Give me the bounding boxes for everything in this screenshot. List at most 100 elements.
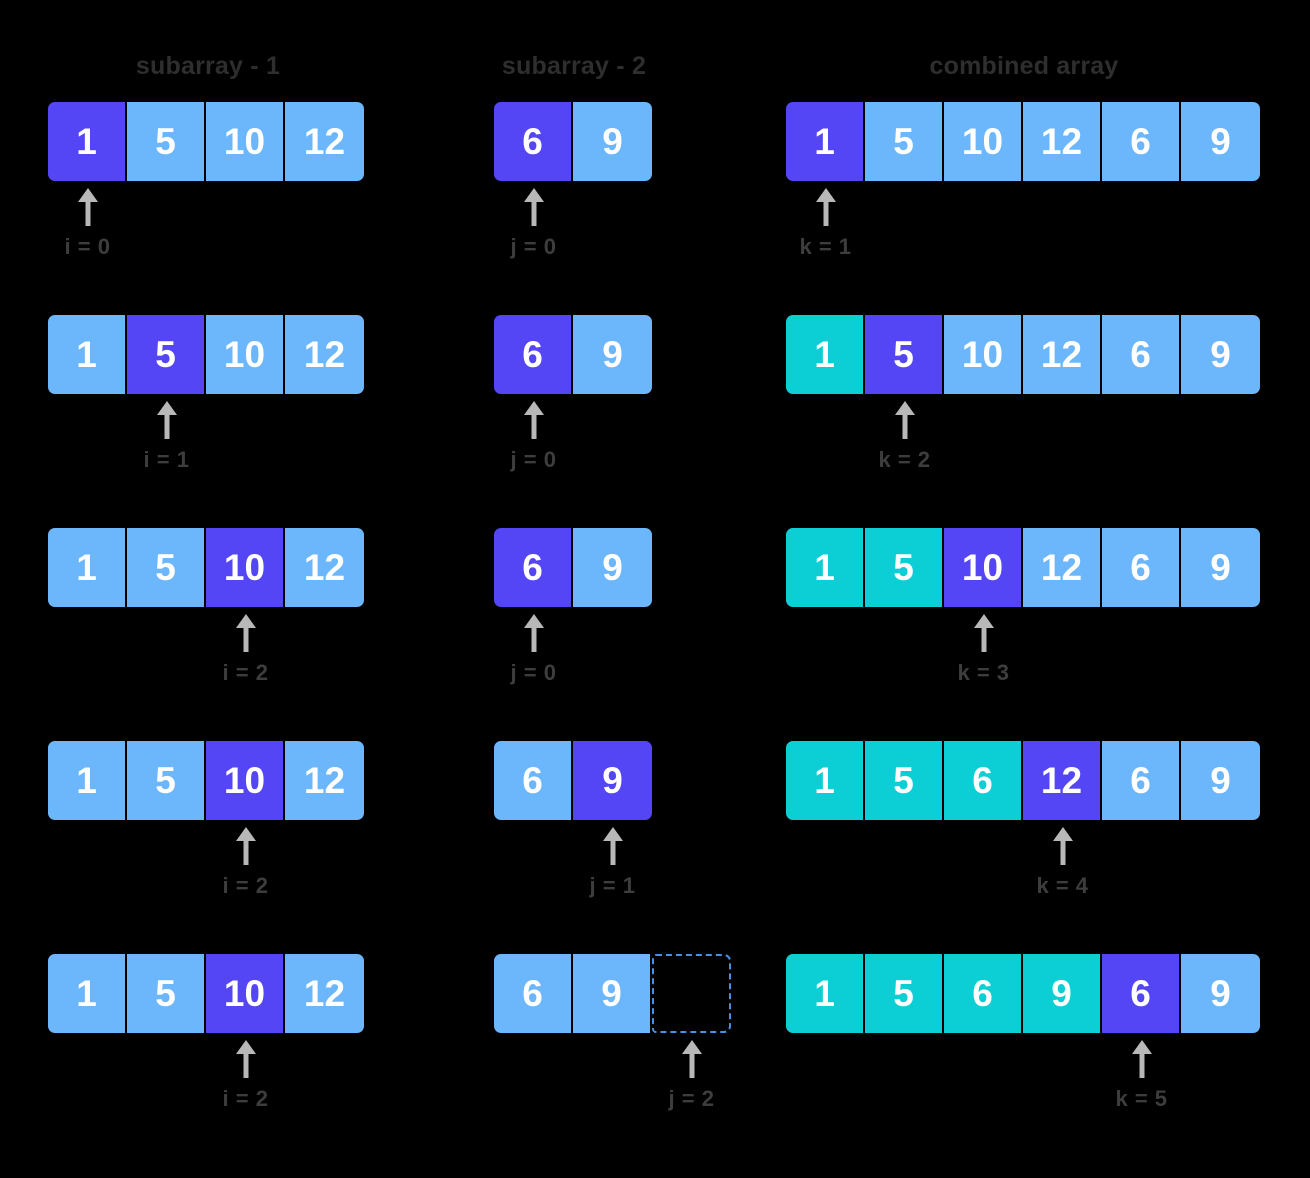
array-cell[interactable]: 12	[1023, 741, 1102, 820]
array-cell[interactable]: 10	[206, 954, 285, 1033]
index-pointer-label: k = 4	[1036, 873, 1089, 898]
array-cell[interactable]: 5	[865, 954, 944, 1033]
array-cell[interactable]: 9	[1023, 954, 1102, 1033]
index-pointer: i = 2	[206, 820, 285, 899]
up-arrow-icon	[523, 614, 544, 652]
index-pointer-label: k = 2	[878, 447, 931, 472]
array-cell[interactable]: 5	[127, 741, 206, 820]
array-cell[interactable]: 12	[285, 954, 364, 1033]
array-cell[interactable]: 1	[48, 102, 127, 181]
up-arrow-icon	[894, 401, 915, 439]
index-pointer: i = 2	[206, 1033, 285, 1112]
array-cell[interactable]: 6	[494, 741, 573, 820]
up-arrow-icon	[235, 614, 256, 652]
array-cell[interactable]: 10	[944, 528, 1023, 607]
array-cell[interactable]: 10	[944, 315, 1023, 394]
array-cell[interactable]: 1	[786, 102, 865, 181]
array-cell[interactable]: 6	[944, 954, 1023, 1033]
array-cell[interactable]: 1	[786, 741, 865, 820]
index-pointer: j = 0	[494, 394, 573, 473]
array-cell[interactable]: 6	[494, 954, 573, 1033]
array-cell[interactable]: 9	[1181, 315, 1260, 394]
array-cell[interactable]: 9	[573, 528, 652, 607]
up-arrow-icon	[523, 401, 544, 439]
index-pointer: k = 4	[1023, 820, 1102, 899]
array-cell[interactable]: 5	[865, 315, 944, 394]
array-cell[interactable]: 9	[573, 102, 652, 181]
array-cell[interactable]: 1	[786, 528, 865, 607]
up-arrow-icon	[77, 188, 98, 226]
array-cell[interactable]: 10	[206, 741, 285, 820]
array-cell[interactable]: 9	[573, 741, 652, 820]
array-cell[interactable]: 12	[285, 102, 364, 181]
array-cell[interactable]: 10	[206, 528, 285, 607]
array-cell[interactable]: 9	[1181, 528, 1260, 607]
array-cell[interactable]: 6	[1102, 315, 1181, 394]
array-cell[interactable]: 5	[865, 528, 944, 607]
array-cell[interactable]: 9	[1181, 741, 1260, 820]
array-cell[interactable]: 6	[1102, 741, 1181, 820]
array-cell[interactable]: 9	[573, 954, 652, 1033]
array-cell[interactable]: 6	[494, 102, 573, 181]
array-cell[interactable]: 1	[786, 954, 865, 1033]
array-cell[interactable]: 10	[944, 102, 1023, 181]
array-cell[interactable]: 1	[48, 528, 127, 607]
up-arrow-icon	[156, 401, 177, 439]
index-pointer: i = 0	[48, 181, 127, 260]
array-cell[interactable]: 5	[127, 528, 206, 607]
index-pointer-label: j = 0	[510, 660, 557, 685]
array-cell[interactable]: 12	[1023, 528, 1102, 607]
index-pointer: i = 1	[127, 394, 206, 473]
array-cell[interactable]: 1	[48, 315, 127, 394]
array-cell[interactable]: 12	[285, 741, 364, 820]
array-cell[interactable]: 10	[206, 315, 285, 394]
array-cell[interactable]: 6	[944, 741, 1023, 820]
index-pointer-label: j = 2	[668, 1086, 715, 1111]
index-pointer: j = 0	[494, 181, 573, 260]
array-cell[interactable]: 6	[1102, 102, 1181, 181]
array-cell[interactable]	[652, 954, 731, 1033]
array-cell[interactable]: 6	[1102, 954, 1181, 1033]
array-cell[interactable]: 5	[127, 315, 206, 394]
array-cell[interactable]: 10	[206, 102, 285, 181]
up-arrow-icon	[973, 614, 994, 652]
array-cell[interactable]: 5	[127, 102, 206, 181]
index-pointer: j = 2	[652, 1033, 731, 1112]
array-cell[interactable]: 12	[1023, 102, 1102, 181]
array-cell[interactable]: 5	[127, 954, 206, 1033]
array-cell[interactable]: 9	[1181, 102, 1260, 181]
index-pointer-label: i = 1	[143, 447, 190, 472]
array-cell[interactable]: 1	[48, 741, 127, 820]
array-cell[interactable]: 6	[1102, 528, 1181, 607]
array-cell[interactable]: 5	[865, 102, 944, 181]
array-cell[interactable]: 9	[573, 315, 652, 394]
index-pointer-label: i = 2	[222, 660, 269, 685]
array-cell[interactable]: 6	[494, 315, 573, 394]
index-pointer-label: k = 5	[1115, 1086, 1168, 1111]
array-cell[interactable]: 12	[1023, 315, 1102, 394]
array-cell[interactable]: 12	[285, 315, 364, 394]
index-pointer: j = 0	[494, 607, 573, 686]
array-cell[interactable]: 1	[48, 954, 127, 1033]
index-pointer-label: i = 0	[64, 234, 111, 259]
array-cell[interactable]: 9	[1181, 954, 1260, 1033]
index-pointer: k = 5	[1102, 1033, 1181, 1112]
array-cell[interactable]: 1	[786, 315, 865, 394]
array-cell[interactable]: 12	[285, 528, 364, 607]
array-cell[interactable]: 5	[865, 741, 944, 820]
array-cell[interactable]: 6	[494, 528, 573, 607]
index-pointer-label: i = 2	[222, 1086, 269, 1111]
